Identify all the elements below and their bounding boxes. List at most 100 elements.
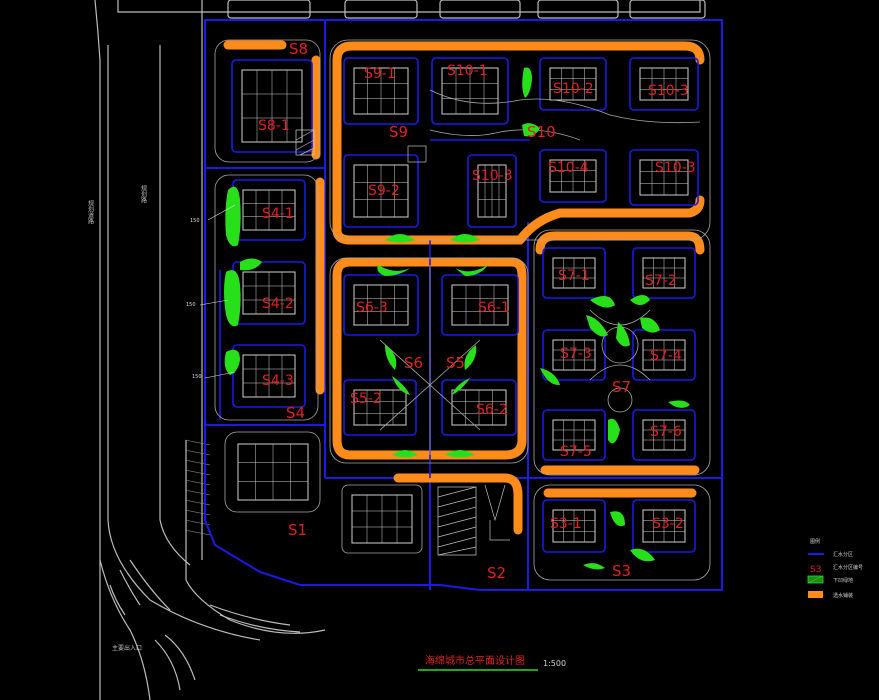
block-labels: S9-1 S10-1 S10-2 S10-3 S9-2 S10-3 S10-4 … (258, 63, 696, 532)
legend-label-zone-code: 汇水分区编号 (833, 564, 863, 571)
bioretention-patch (377, 265, 410, 276)
bioretention-patch (616, 322, 630, 347)
building-footprint (642, 339, 686, 371)
drawing-title-block: 海绵城市总平面设计图 1:500 (418, 654, 566, 671)
block-label: S7-2 (645, 273, 677, 289)
zone-label-s10: S10 (527, 123, 556, 141)
building-footprint (477, 164, 507, 218)
bioretention-patch (586, 315, 608, 337)
building-footprint (639, 67, 689, 101)
building-footprint (552, 419, 596, 451)
building-footprint (642, 257, 686, 289)
building-footprint (242, 271, 296, 315)
bioretention-patch (224, 270, 241, 327)
bioretention-patch (445, 450, 475, 458)
zone-label-s2: S2 (487, 564, 506, 582)
bioretention-areas (224, 67, 690, 570)
building-footprint (353, 284, 409, 326)
building-footprint (241, 69, 303, 143)
building-footprint (639, 159, 689, 196)
legend-swatch-zone-code: S3 (810, 565, 821, 575)
legend-label-orange: 透水铺装 (833, 592, 853, 599)
bioretention-patch (630, 548, 655, 562)
road-label-1: 规划道路 (87, 199, 94, 225)
building-footprint (552, 339, 596, 371)
block-label: S3-1 (550, 516, 582, 532)
block-label: S7-3 (560, 346, 592, 362)
zone-label-s1: S1 (288, 521, 307, 539)
zone-label-s6: S6 (404, 354, 423, 372)
building-footprint (642, 509, 686, 543)
block-label: S10-2 (553, 81, 594, 97)
building-footprint (642, 419, 686, 451)
block-label: S10-3 (472, 168, 513, 184)
bioretention-patch (240, 258, 262, 271)
block-label: S6-2 (476, 402, 508, 418)
legend-label-green: 下凹绿地 (833, 577, 853, 584)
building-footprint (552, 257, 596, 289)
building-footprint (353, 67, 409, 115)
bioretention-patch (590, 296, 615, 308)
legend-swatch-orange (808, 591, 823, 598)
block-label: S7-4 (650, 348, 682, 364)
zone-label-s4: S4 (286, 404, 305, 422)
building-footprint (441, 67, 499, 115)
building-footprints (237, 67, 689, 544)
building-footprint (552, 509, 596, 543)
bioretention-patch (385, 345, 397, 370)
block-label: S6-1 (478, 300, 510, 316)
bioretention-patch (452, 378, 470, 395)
bioretention-patch (668, 400, 690, 408)
building-footprint (242, 354, 296, 398)
zone-label-s7: S7 (612, 378, 631, 396)
building-footprint (451, 284, 509, 326)
block-label: S4-2 (262, 296, 294, 312)
drawing-title: 海绵城市总平面设计图 (425, 654, 525, 667)
building-footprint (549, 159, 597, 193)
bioretention-patch (385, 234, 415, 243)
block-label: S10-1 (447, 63, 488, 79)
bioretention-patch (610, 511, 625, 527)
building-footprint (451, 389, 507, 426)
building-footprint (237, 443, 309, 501)
block-label: S7-6 (650, 424, 682, 440)
block-label: S4-1 (262, 206, 294, 222)
callout-tag-3: 150 (192, 374, 202, 380)
top-buildings (227, 0, 706, 19)
bioretention-patch (522, 123, 540, 137)
bioretention-patch (583, 563, 605, 570)
callout-lines (199, 204, 236, 379)
bioretention-patch (224, 349, 240, 375)
legend: 图例 汇水分区 S3 汇水分区编号 下凹绿地 透水铺装 (807, 538, 863, 599)
bioretention-patch (225, 186, 241, 247)
block-label: S3-2 (652, 516, 684, 532)
permeable-paving-bands (223, 40, 705, 535)
bioretention-patch (464, 345, 477, 370)
zone-label-s5: S5 (446, 354, 465, 372)
left-road-linework (94, 0, 701, 700)
terrain-hatch (184, 439, 211, 536)
zone-labels: S8 S9 S10 S4 S6 S5 S7 S1 S2 S3 (286, 40, 631, 582)
bioretention-patch (450, 234, 480, 243)
block-label: S4-3 (262, 373, 294, 389)
bioretention-patch (608, 418, 620, 444)
block-label: S7-1 (558, 268, 590, 284)
legend-label-boundary: 汇水分区 (833, 551, 853, 558)
zone-label-s8: S8 (289, 40, 308, 58)
callout-tag-2: 150 (186, 302, 196, 308)
legend-heading: 图例 (810, 538, 820, 545)
block-label: S8-1 (258, 118, 290, 134)
block-label: S10-3 (655, 160, 696, 176)
catchment-boundaries (219, 57, 699, 553)
bioretention-patch (392, 450, 418, 458)
bioretention-patch (640, 317, 660, 333)
parking-hatch (295, 129, 510, 556)
block-label: S9-1 (364, 66, 396, 82)
block-label: S7-5 (560, 444, 592, 460)
block-label: S10-4 (548, 160, 589, 176)
block-label: S5-2 (350, 391, 382, 407)
bioretention-patch (455, 265, 488, 276)
site-boundary (204, 19, 723, 591)
bioretention-patch (392, 376, 410, 395)
